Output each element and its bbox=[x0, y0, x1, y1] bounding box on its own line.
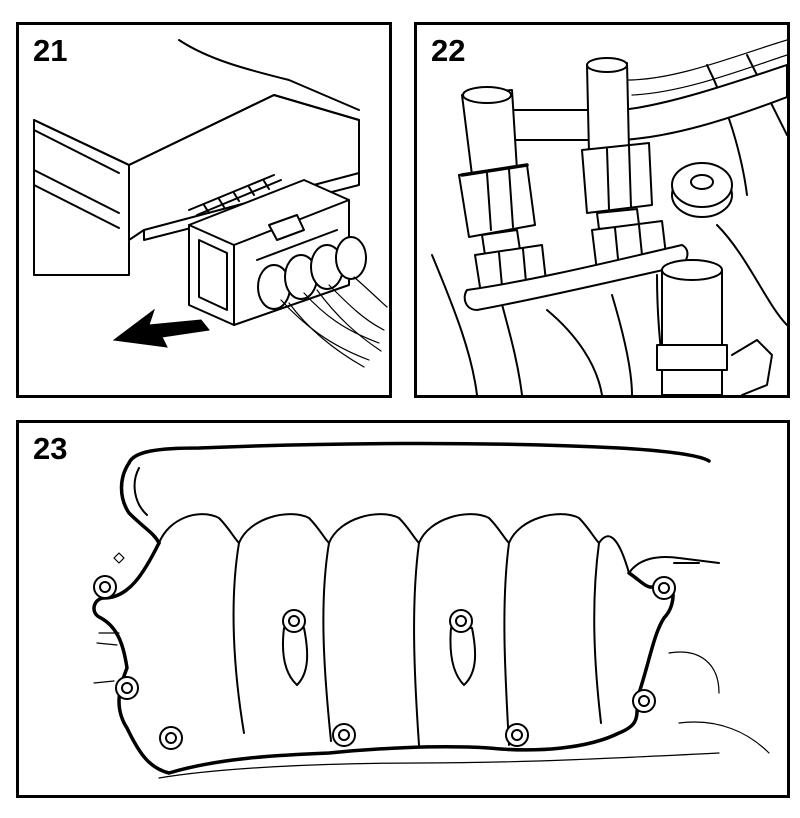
figure-21-panel: 21 bbox=[16, 22, 392, 398]
mounting-stud-right bbox=[449, 609, 477, 686]
bushing bbox=[671, 162, 733, 218]
figure-23-panel: 23 bbox=[16, 420, 790, 798]
bolt-4 bbox=[332, 723, 356, 747]
figure-22-number: 22 bbox=[431, 33, 466, 68]
bolt-6 bbox=[632, 689, 656, 713]
bolt-5 bbox=[505, 723, 529, 747]
bolt-3 bbox=[159, 726, 183, 750]
bolt-1 bbox=[93, 575, 117, 599]
right-union-fitting bbox=[581, 57, 668, 272]
small-fitting bbox=[731, 339, 773, 395]
engine-background bbox=[93, 552, 770, 779]
pull-direction-arrow bbox=[112, 308, 210, 348]
flange-bolts bbox=[93, 575, 676, 750]
bolt-2 bbox=[115, 676, 139, 700]
bolt-7 bbox=[652, 576, 676, 600]
sensor-cylinder bbox=[656, 259, 728, 395]
figure-22-panel: 22 bbox=[414, 22, 790, 398]
figure-21-number: 21 bbox=[33, 33, 68, 68]
side-bracket bbox=[628, 555, 720, 574]
figure-23-illustration bbox=[92, 441, 770, 779]
figure-22-illustration bbox=[431, 39, 787, 395]
wire-boots bbox=[257, 236, 388, 368]
socket-pins bbox=[188, 174, 282, 216]
figure-23-number: 23 bbox=[33, 431, 68, 466]
fuel-hoses bbox=[506, 39, 787, 141]
intake-runners bbox=[158, 513, 630, 746]
figure-21-illustration bbox=[33, 39, 388, 368]
mounting-stud-left bbox=[281, 609, 309, 686]
left-union-fitting bbox=[458, 86, 548, 301]
manifold-plenum bbox=[119, 441, 711, 545]
